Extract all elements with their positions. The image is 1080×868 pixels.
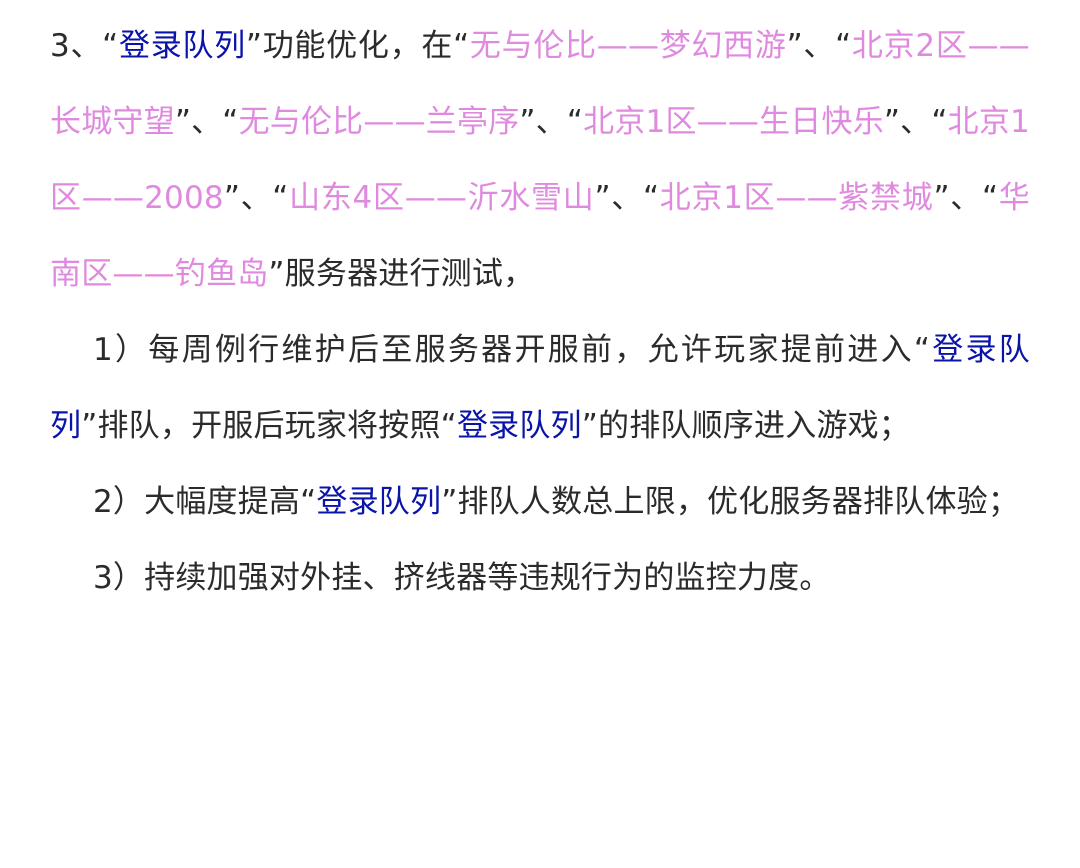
text-segment: ”、“: [786, 28, 852, 64]
text-segment: 1）每周例行维护后至服务器开服前，允许玩家提前进入“: [93, 332, 931, 368]
text-segment: ”的排队顺序进入游戏；: [581, 408, 911, 444]
server-name: 北京1区——2008: [50, 104, 1030, 216]
article-body: 3、“登录队列”功能优化，在“无与伦比——梦幻西游”、“北京2区——长城守望”、…: [50, 0, 1030, 616]
link-login-queue[interactable]: 登录队列: [456, 408, 582, 444]
paragraph-item-3: 3）持续加强对外挂、挤线器等违规行为的监控力度。: [50, 540, 1030, 616]
text-segment: 3、“: [50, 28, 119, 64]
text-segment: ”功能优化，在“: [245, 28, 470, 64]
text-segment: ”、“: [223, 180, 289, 216]
server-name: 北京1区——生日快乐: [583, 104, 884, 140]
text-segment: ”、“: [519, 104, 584, 140]
text-segment: ”、“: [594, 180, 660, 216]
paragraph-item-1: 1）每周例行维护后至服务器开服前，允许玩家提前进入“ 登录队列”排队，开服后玩家将…: [50, 312, 1030, 464]
link-login-queue[interactable]: 登录队列: [316, 484, 442, 520]
text-segment: ”、“: [883, 104, 948, 140]
text-segment: ”排队，开服后玩家将按照“: [81, 408, 457, 444]
text-segment: 2）大幅度提高“: [93, 484, 317, 520]
text-segment: ”、“: [933, 180, 999, 216]
paragraph-login-queue-optimization: 3、“登录队列”功能优化，在“无与伦比——梦幻西游”、“北京2区——长城守望”、…: [50, 8, 1030, 312]
text-segment: 3）持续加强对外挂、挤线器等违规行为的监控力度。: [93, 560, 831, 596]
server-name: 北京1区——紫禁城: [659, 180, 934, 216]
text-segment: ”服务器进行测试，: [268, 256, 535, 292]
server-name: 无与伦比——兰亭序: [238, 104, 520, 140]
server-name: 无与伦比——梦幻西游: [469, 28, 787, 64]
link-login-queue[interactable]: 登录队列: [50, 332, 1030, 444]
server-name: 北京2区——长城守望: [50, 28, 1030, 140]
link-login-queue[interactable]: 登录队列: [118, 28, 246, 64]
text-segment: ”排队人数总上限，优化服务器排队体验；: [441, 484, 1020, 520]
text-segment: ”、“: [174, 104, 239, 140]
server-name: 华南区——钓鱼岛: [50, 180, 1030, 292]
paragraph-item-2: 2）大幅度提高“登录队列”排队人数总上限，优化服务器排队体验；: [50, 464, 1030, 540]
server-name: 山东4区——沂水雪山: [288, 180, 595, 216]
